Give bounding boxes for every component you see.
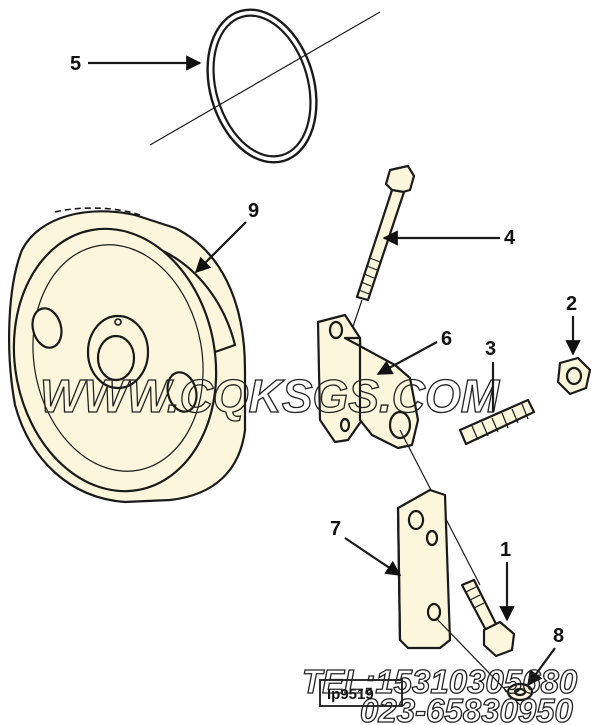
callout-5: 5 bbox=[70, 53, 81, 75]
stud-part bbox=[458, 398, 536, 446]
callout-3: 3 bbox=[485, 338, 496, 360]
callout-7: 7 bbox=[330, 518, 341, 540]
callout-2: 2 bbox=[566, 293, 577, 315]
callout-9: 9 bbox=[248, 200, 259, 222]
callout-4: 4 bbox=[504, 227, 516, 249]
leader-arrow-7 bbox=[344, 537, 402, 576]
plate-part bbox=[396, 488, 521, 706]
leader-arrow-9 bbox=[194, 221, 247, 274]
part-code-box: Ip9519 bbox=[319, 679, 403, 707]
watermark-phone: TEL:15310305680 bbox=[302, 663, 578, 700]
short-bolt-part bbox=[460, 578, 516, 658]
callouts: 5 9 4 2 3 6 7 1 8 bbox=[70, 53, 581, 687]
callout-1: 1 bbox=[500, 539, 511, 561]
washer-part bbox=[506, 682, 534, 702]
part-code: Ip9519 bbox=[327, 686, 374, 703]
watermark: WWW.CQKSGS.COM TEL:15310305680 023-65830… bbox=[39, 369, 578, 725]
watermark-phone-2: 023-65830950 bbox=[360, 692, 574, 725]
nut-part bbox=[556, 356, 592, 396]
seal-ring-part bbox=[149, 8, 381, 164]
bracket-part bbox=[316, 313, 420, 450]
callout-8: 8 bbox=[553, 625, 564, 647]
leader-arrow-6 bbox=[376, 341, 438, 375]
watermark-site: WWW.CQKSGS.COM bbox=[40, 370, 501, 422]
gear-part bbox=[8, 207, 247, 504]
callout-6: 6 bbox=[441, 328, 452, 350]
ring-axis-line bbox=[149, 11, 381, 146]
leader-arrow-8 bbox=[527, 647, 556, 687]
